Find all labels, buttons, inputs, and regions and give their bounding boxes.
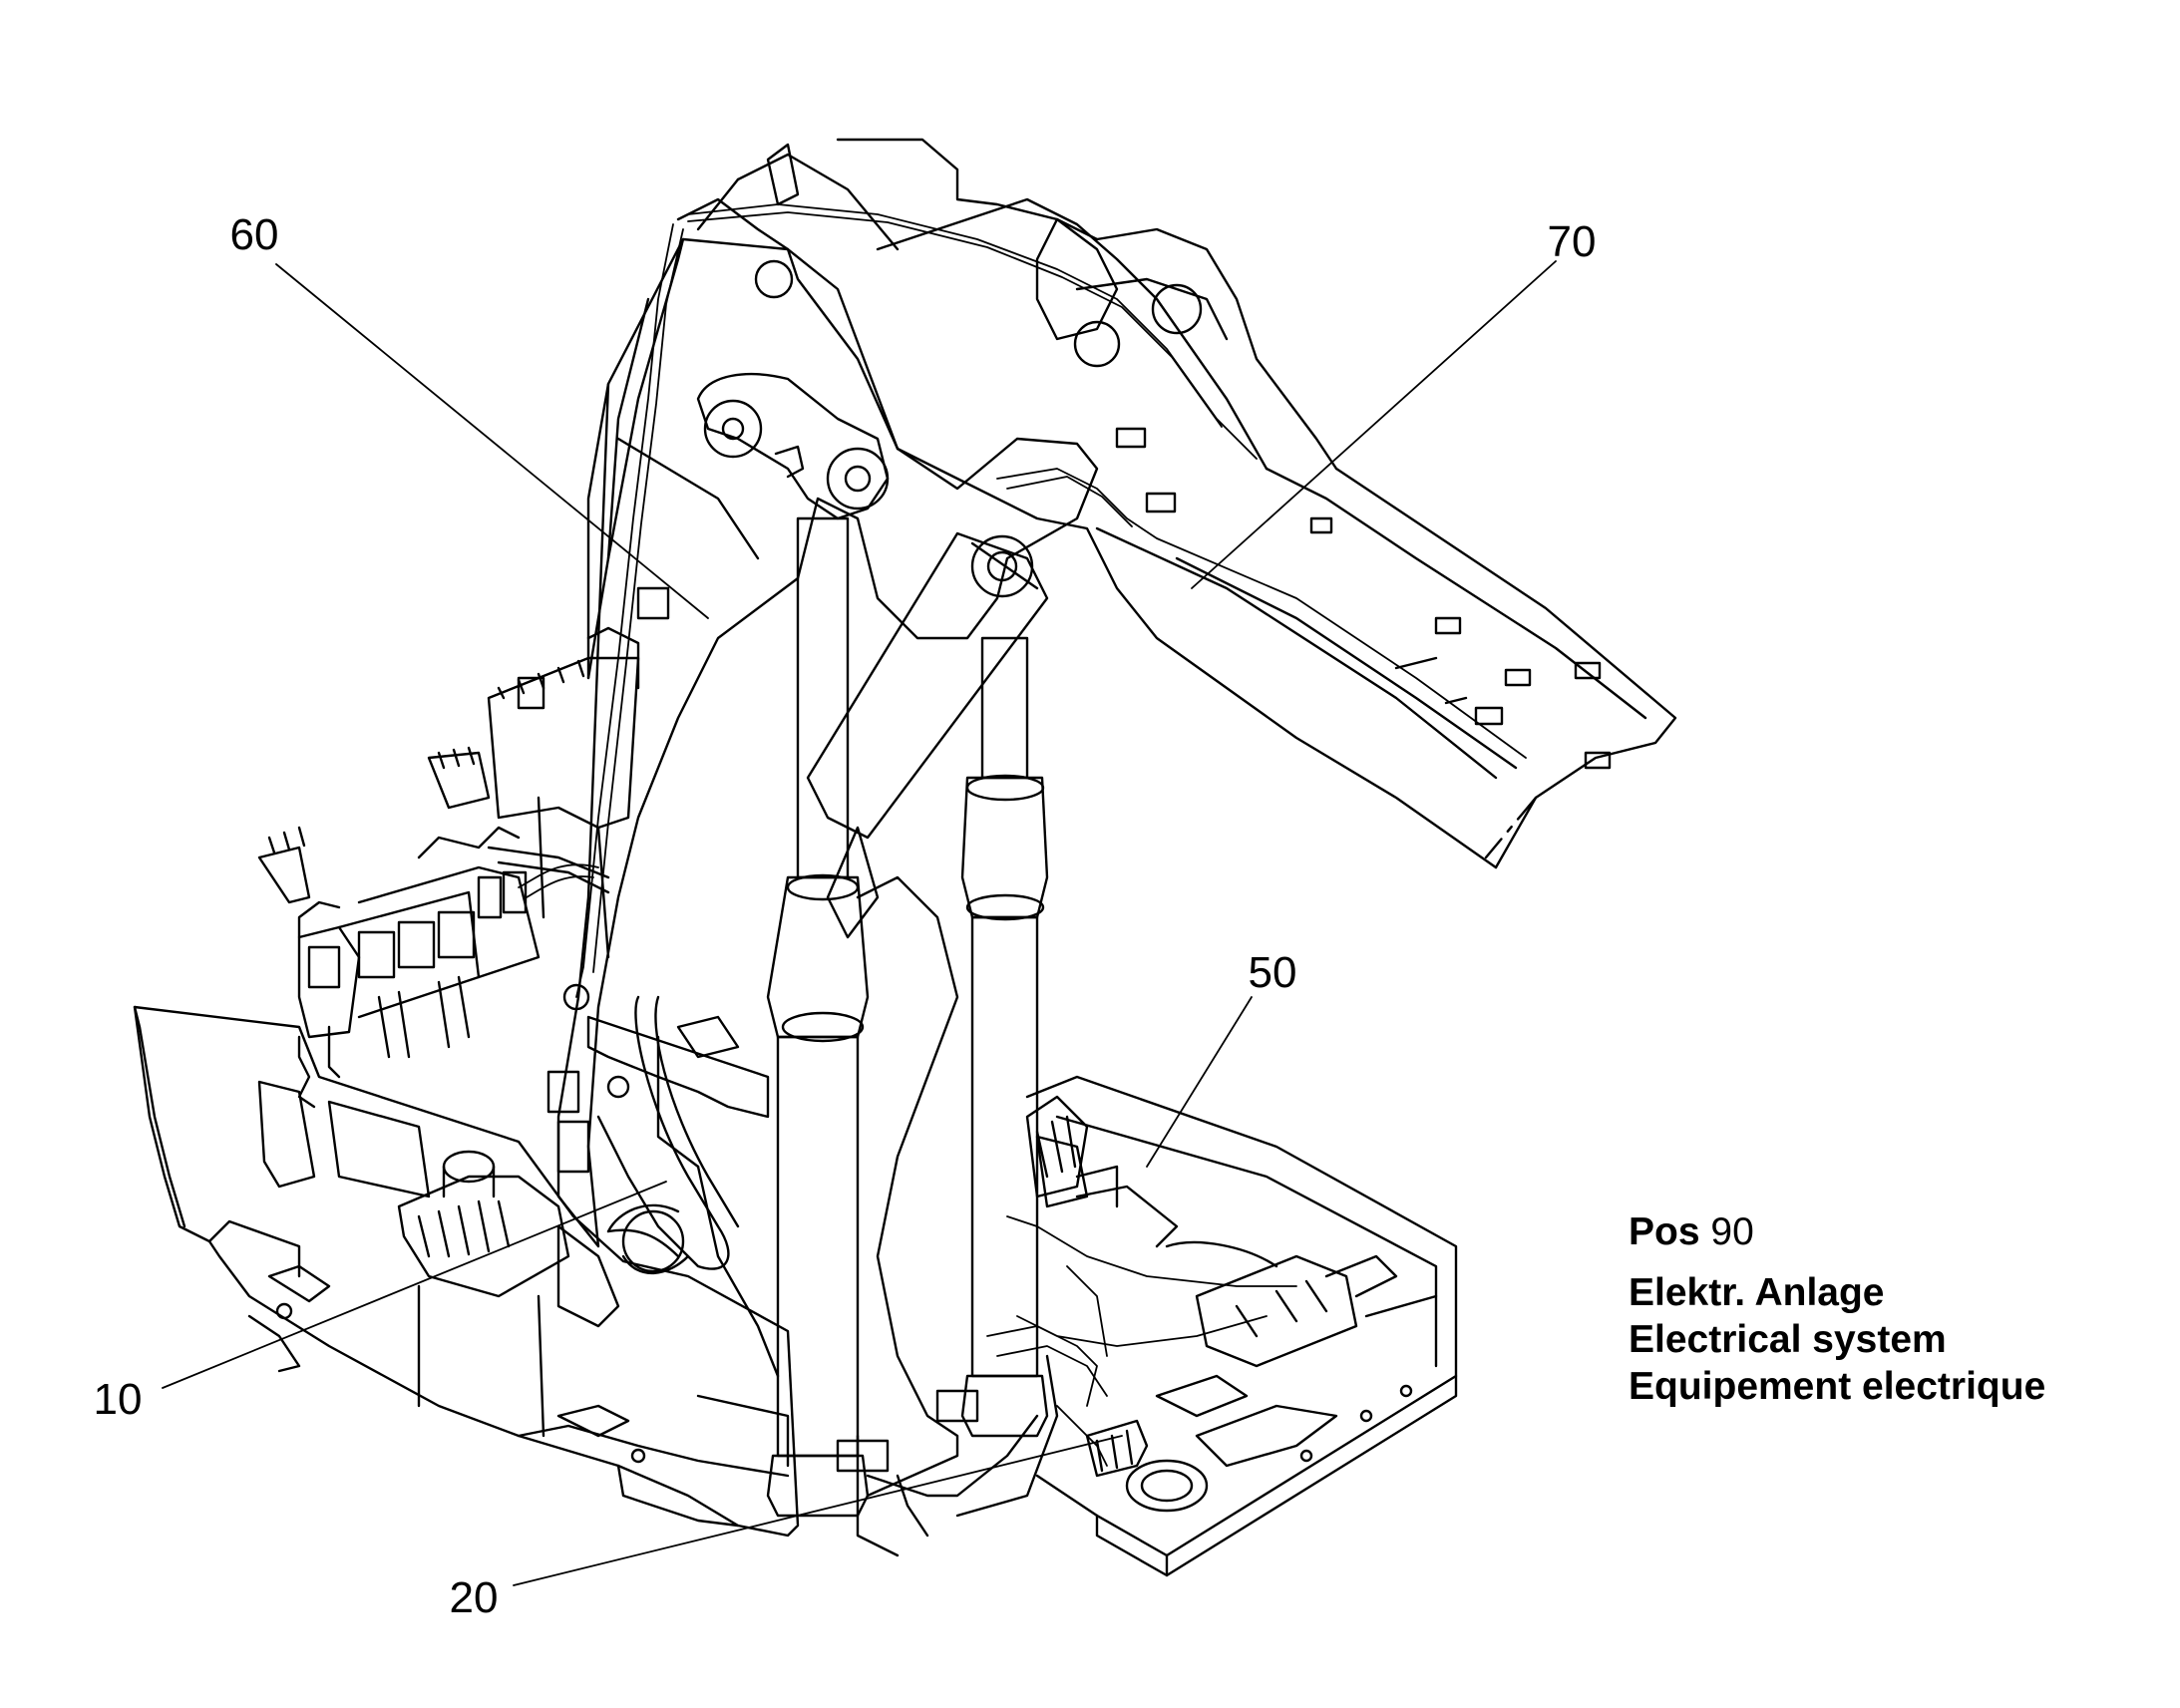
title-french: Equipement electrique: [1629, 1365, 2046, 1408]
position-info: Pos 90 Elektr. Anlage Electrical system …: [1629, 1208, 2045, 1410]
cable-harness: [518, 203, 1527, 1467]
callout-10: 10: [94, 1375, 143, 1424]
title-english: Electrical system: [1629, 1318, 1947, 1361]
connector-20: [1085, 1419, 1149, 1478]
leader-line-70: [1191, 260, 1557, 589]
leader-line-10: [162, 1181, 667, 1389]
stick-arm: [836, 138, 1677, 869]
control-box: [397, 1070, 690, 1298]
base-frame: [133, 1005, 800, 1537]
pos-line: Pos 90: [1629, 1208, 2045, 1255]
boom-arm: [556, 143, 1099, 1248]
console-unit: [1025, 1095, 1119, 1208]
leader-lines: [162, 260, 1557, 1586]
callout-20: 20: [450, 1573, 499, 1622]
boom-hinge: [696, 373, 890, 520]
cable-bracket: [562, 983, 770, 1270]
leader-line-20: [513, 1435, 1123, 1586]
title-german: Elektr. Anlage: [1629, 1271, 1885, 1314]
leader-line-60: [275, 263, 709, 619]
hydraulic-cylinder-diagonal: [806, 531, 1049, 939]
callout-70: 70: [1548, 217, 1597, 266]
platform-right: [1025, 1075, 1458, 1577]
valve-block: [257, 746, 610, 1109]
lift-cylinders: [766, 516, 1049, 1518]
callout-labels: 60 70 50 10 20: [94, 210, 1597, 1622]
callout-50: 50: [1249, 948, 1297, 997]
callout-60: 60: [230, 210, 279, 259]
pos-number: 90: [1710, 1210, 1754, 1253]
pos-label: Pos: [1629, 1210, 1700, 1253]
leader-line-50: [1146, 996, 1253, 1168]
rear-panel: [487, 586, 670, 959]
